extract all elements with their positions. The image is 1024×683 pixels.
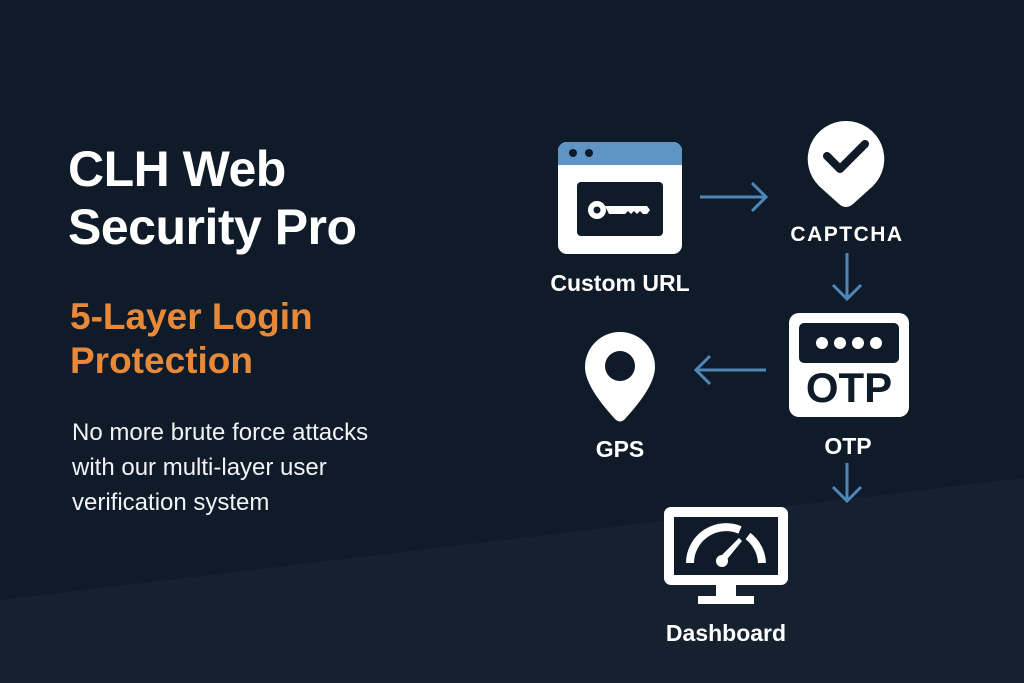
arrow-otp-to-dashboard (831, 463, 863, 504)
title-line: CLH Web (68, 141, 286, 197)
subtitle-line: 5-Layer Login (70, 296, 313, 337)
otp-icon: OTP (789, 313, 909, 417)
location-pin-icon (585, 332, 655, 422)
otp-icon-text: OTP (805, 364, 893, 411)
subtitle: 5-Layer Login Protection (70, 295, 313, 383)
step-label-dashboard: Dashboard (665, 620, 787, 646)
arrow-url-to-captcha (700, 181, 769, 213)
otp-dots (799, 323, 899, 363)
title-line: Security Pro (68, 199, 357, 255)
arrow-otp-to-gps (693, 354, 766, 386)
subtitle-line: Protection (70, 340, 253, 381)
description-line: verification system (72, 489, 270, 516)
step-label-captcha: CAPTCHA (790, 223, 904, 246)
check-pin-icon (807, 120, 885, 207)
browser-key-icon (558, 142, 682, 254)
description-line: No more brute force attacks (72, 419, 369, 446)
page-title: CLH Web Security Pro (68, 140, 357, 256)
arrow-captcha-to-otp (831, 253, 863, 302)
step-label-custom-url: Custom URL (550, 270, 690, 296)
description-line: with our multi-layer user (72, 454, 327, 481)
description: No more brute force attacks with our mul… (72, 415, 368, 520)
step-label-otp: OTP (824, 433, 872, 459)
monitor-gauge-icon (664, 507, 788, 604)
step-label-gps: GPS (595, 436, 645, 462)
